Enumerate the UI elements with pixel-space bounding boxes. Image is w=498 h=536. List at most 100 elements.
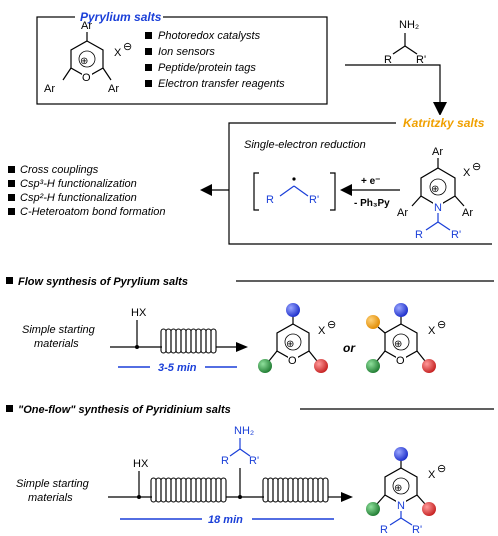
plus-charge-icon: ⊕ xyxy=(394,483,402,494)
green-substituent-sphere xyxy=(366,359,380,373)
bullet-icon xyxy=(6,277,13,284)
application-item: C-Heteroatom bond formation xyxy=(20,206,166,218)
bond xyxy=(404,45,418,55)
bond xyxy=(437,221,451,231)
bullet-icon xyxy=(145,80,152,87)
radical-intermediate: R R' xyxy=(253,172,336,211)
bond xyxy=(102,67,112,81)
nitrogen-label: N xyxy=(434,202,442,214)
amine-structure: NH₂ R R' xyxy=(384,19,426,66)
bullet-icon xyxy=(145,48,152,55)
bracket-right xyxy=(330,172,336,211)
aromatic-circle xyxy=(392,333,410,351)
bullet-icon xyxy=(145,64,152,71)
applications-list: Cross couplings Csp³-H functionalization… xyxy=(8,164,166,218)
or-label: or xyxy=(343,341,356,355)
ar-top: Ar xyxy=(432,146,443,158)
bond xyxy=(392,45,406,55)
minus-charge-icon: ⊖ xyxy=(327,319,336,331)
pyrylium-product-2: O ⊕ X ⊖ xyxy=(366,303,446,373)
pyridinium-aromatic-circle xyxy=(429,178,447,196)
pyrylium-product-1: O ⊕ X ⊖ xyxy=(258,303,336,373)
arrow-head-icon xyxy=(236,342,248,352)
ar-left: Ar xyxy=(397,207,408,219)
bond xyxy=(62,67,72,81)
counterion-x: X xyxy=(463,167,471,179)
oneflow-reagent: HX xyxy=(133,458,149,470)
aromatic-circle xyxy=(284,333,302,351)
application-item: Cross couplings xyxy=(20,164,99,176)
radical-r2: R' xyxy=(309,194,319,206)
bond xyxy=(268,350,278,362)
reactor-coil-icon xyxy=(160,328,217,354)
katritzky-title: Katritzky salts xyxy=(403,116,485,130)
use-item: Electron transfer reagents xyxy=(158,78,285,90)
bond xyxy=(425,221,439,231)
electron-label: + e⁻ xyxy=(361,176,380,187)
amine-r: R xyxy=(221,455,229,467)
aromatic-circle xyxy=(392,477,410,495)
oneflow-start-line2: materials xyxy=(28,492,73,504)
blue-substituent-sphere xyxy=(286,303,300,317)
minus-charge-icon: ⊖ xyxy=(123,41,132,53)
ar-top: Ar xyxy=(81,20,92,32)
blue-substituent-sphere xyxy=(394,303,408,317)
bullet-icon xyxy=(6,405,13,412)
flow-start-line1: Simple starting xyxy=(22,324,96,336)
flow-title: Flow synthesis of Pyrylium salts xyxy=(18,276,188,288)
amine-r2: R' xyxy=(249,455,259,467)
arrow-to-katritzky xyxy=(345,64,441,104)
pyrylium-title-backdrop xyxy=(75,9,163,25)
oxygen-label: O xyxy=(288,355,297,367)
pyrylium-title: Pyrylium salts xyxy=(80,10,162,24)
oxygen-label: O xyxy=(82,72,91,84)
radical-r: R xyxy=(266,194,274,206)
o-backdrop xyxy=(288,353,298,365)
counterion-x: X xyxy=(428,325,436,337)
pyrylium-structure: Ar Ar Ar O ⊕ X ⊖ xyxy=(44,20,132,95)
pyrylium-aromatic-circle xyxy=(78,50,96,68)
bond xyxy=(389,517,402,526)
bullet-icon xyxy=(8,194,15,201)
o-backdrop xyxy=(396,353,406,365)
use-item: Peptide/protein tags xyxy=(158,62,256,74)
green-substituent-sphere xyxy=(366,502,380,516)
pyridinium-product: ⊕ N R R' X ⊖ xyxy=(366,447,446,536)
bullet-icon xyxy=(8,208,15,215)
bullet-icon xyxy=(145,32,152,39)
pyrylium-panel: Pyrylium salts Ar Ar Ar O ⊕ X ⊖ Photored… xyxy=(36,9,328,105)
use-item: Photoredox catalysts xyxy=(158,30,261,42)
plus-charge-icon: ⊕ xyxy=(431,184,439,195)
katritzky-box xyxy=(228,122,492,245)
arrow-head-icon xyxy=(433,102,447,116)
bond xyxy=(239,448,251,457)
oxygen-label: O xyxy=(396,355,405,367)
amine-r2: R' xyxy=(416,54,426,66)
loss-label: - Ph₃Py xyxy=(354,198,390,209)
radical-dot xyxy=(292,177,296,181)
bond xyxy=(411,195,422,207)
flow-time: 3-5 min xyxy=(158,362,197,374)
amine-nh2: NH₂ xyxy=(399,19,419,31)
bond xyxy=(416,350,426,362)
minus-charge-icon: ⊖ xyxy=(472,161,481,173)
red-substituent-sphere xyxy=(422,502,436,516)
bullet-icon xyxy=(8,166,15,173)
blue-substituent-sphere xyxy=(394,447,408,461)
ar-left: Ar xyxy=(44,83,55,95)
amine-nh2: NH₂ xyxy=(234,425,254,437)
n-substituent-r: R xyxy=(415,229,423,241)
bond xyxy=(293,185,309,197)
mixer-dot xyxy=(238,495,242,499)
arrow-head-icon xyxy=(341,492,353,502)
oneflow-start-line1: Simple starting xyxy=(16,478,90,490)
katritzky-panel: Katritzky salts Single-electron reductio… xyxy=(228,115,492,245)
ar-right: Ar xyxy=(108,83,119,95)
nitrogen-label: N xyxy=(397,500,405,512)
n-substituent-r2: R' xyxy=(412,524,422,536)
plus-charge-icon: ⊕ xyxy=(286,339,294,350)
amine-r: R xyxy=(384,54,392,66)
n-substituent-r: R xyxy=(380,524,388,536)
flow-reagent: HX xyxy=(131,307,147,319)
